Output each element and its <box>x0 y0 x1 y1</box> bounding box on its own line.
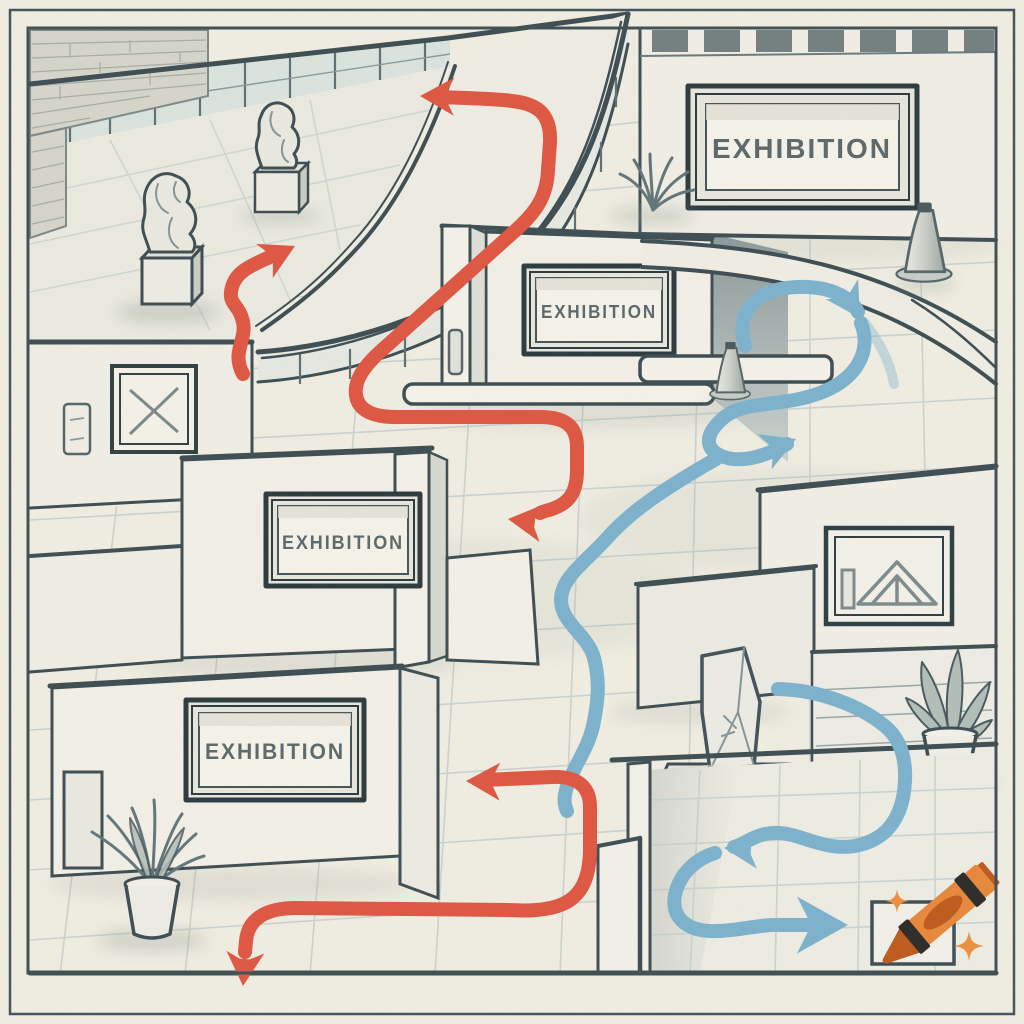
illustration-canvas: EXHIBITION EXHIBITION <box>0 0 1024 1024</box>
museum-wayfinding-illustration: EXHIBITION EXHIBITION <box>0 0 1024 1024</box>
paper-grain-overlay <box>0 0 1024 1024</box>
